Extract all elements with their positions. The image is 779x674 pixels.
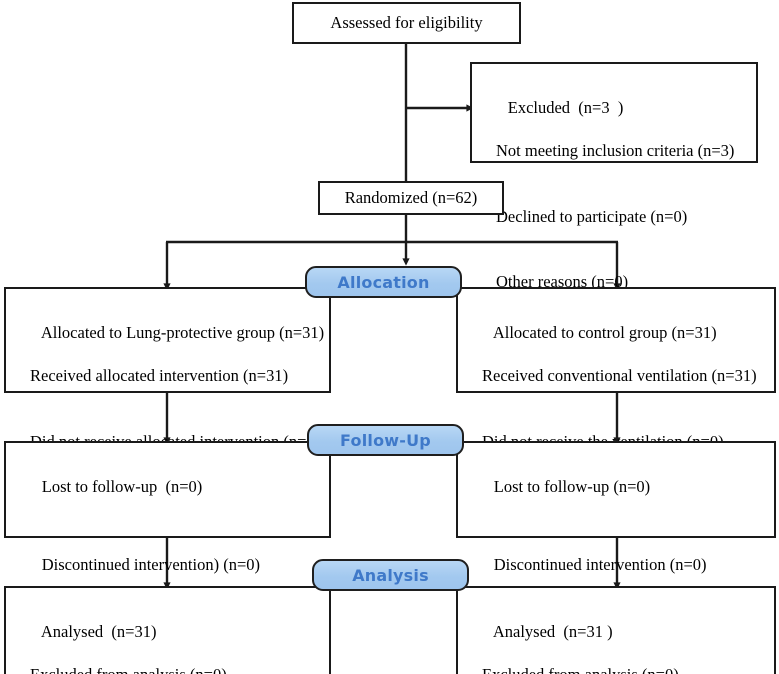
excluded-reason-0: Not meeting inclusion criteria (n=3)	[496, 141, 735, 161]
followup-right-spacer	[469, 519, 774, 532]
excluded-heading: Excluded (n=3 )	[507, 97, 624, 117]
followup-left-line-1: Lost to follow-up (n=0)	[41, 476, 203, 496]
randomized-box: Randomized (n=62)	[318, 181, 504, 215]
allocation-left-box: Allocated to Lung-protective group (n=31…	[4, 287, 331, 451]
followup-left-box: Lost to follow-up (n=0) Discontinued int…	[4, 441, 331, 574]
allocation-right-heading: Allocated to control group (n=31)	[492, 322, 717, 342]
excluded-reason-1: Declined to participate (n=0)	[496, 206, 688, 226]
analysis-left-box: Analysed (n=31) Excluded from analysis (…	[4, 586, 331, 674]
analysis-right-box: Analysed (n=31 ) Excluded from analysis …	[456, 586, 776, 674]
followup-right-content: Lost to follow-up (n=0) Discontinued int…	[469, 454, 774, 598]
followup-left-spacer	[17, 519, 329, 532]
excluded-content: Excluded (n=3 ) Not meeting inclusion cr…	[483, 75, 756, 336]
banner-allocation-label: Allocation	[337, 272, 430, 292]
banner-allocation: Allocation	[305, 266, 462, 298]
analysis-right-content: Analysed (n=31 ) Excluded from analysis …	[469, 599, 774, 674]
excluded-box: Excluded (n=3 ) Not meeting inclusion cr…	[470, 62, 758, 291]
banner-analysis-label: Analysis	[352, 565, 429, 585]
followup-right-line-1: Lost to follow-up (n=0)	[493, 476, 651, 496]
followup-left-content: Lost to follow-up (n=0) Discontinued int…	[17, 454, 329, 598]
allocation-left-heading: Allocated to Lung-protective group (n=31…	[40, 322, 325, 342]
followup-right-line-2: Discontinued intervention (n=0)	[493, 555, 707, 575]
analysis-right-heading: Analysed (n=31 )	[492, 621, 613, 641]
assessed-for-eligibility-box: Assessed for eligibility	[292, 2, 521, 44]
banner-analysis: Analysis	[312, 559, 469, 591]
followup-left-line-2: Discontinued intervention) (n=0)	[41, 555, 261, 575]
assessed-for-eligibility-label: Assessed for eligibility	[330, 13, 483, 33]
followup-right-box: Lost to follow-up (n=0) Discontinued int…	[456, 441, 776, 574]
analysis-left-line-0: Excluded from analysis (n=0)	[17, 664, 329, 674]
analysis-right-line-0: Excluded from analysis (n=0)	[469, 664, 774, 674]
allocation-right-line-0: Received conventional ventilation (n=31)	[482, 366, 757, 386]
allocation-right-box: Allocated to control group (n=31) Receiv…	[456, 287, 776, 451]
banner-follow-up: Follow-Up	[307, 424, 464, 456]
randomized-label: Randomized (n=62)	[344, 188, 478, 208]
banner-follow-up-label: Follow-Up	[340, 430, 431, 450]
allocation-left-line-0: Received allocated intervention (n=31)	[30, 366, 289, 386]
analysis-left-heading: Analysed (n=31)	[40, 621, 157, 641]
analysis-left-content: Analysed (n=31) Excluded from analysis (…	[17, 599, 329, 674]
